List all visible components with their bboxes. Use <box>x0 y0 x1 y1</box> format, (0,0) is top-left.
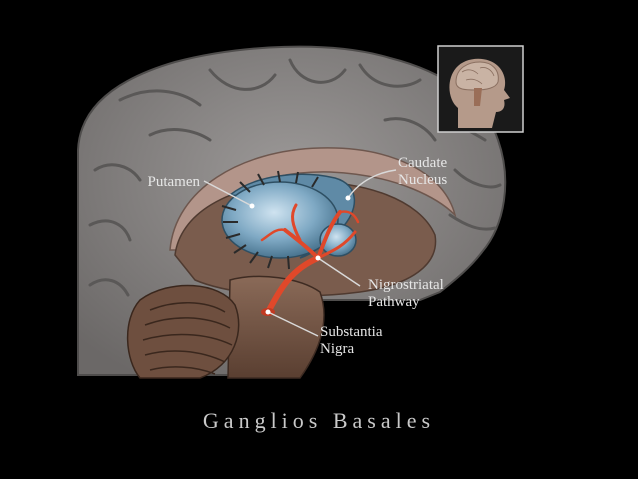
label-substantia-line2: Nigra <box>320 341 354 357</box>
leader-dots <box>249 195 351 315</box>
label-caudate-line1: Caudate <box>398 155 447 171</box>
label-caudate-line2: Nucleus <box>398 172 447 188</box>
caption-title: Ganglios Basales <box>202 408 436 433</box>
striatum <box>221 170 357 270</box>
gyri-lines <box>88 58 502 297</box>
cerebellum <box>126 284 240 379</box>
striations <box>221 170 319 270</box>
label-nigrostriatal-line2: Pathway <box>368 294 420 310</box>
label-putamen: Putamen <box>148 174 201 190</box>
inset-brainstem <box>474 88 482 106</box>
head-inset <box>437 45 524 133</box>
label-substantia-line1: Substantia <box>320 324 383 340</box>
brainstem <box>227 275 325 379</box>
label-nigrostriatal-line1: Nigrostriatal <box>368 277 444 293</box>
nigrostriatal-pathway <box>260 203 360 315</box>
leader-lines <box>203 169 397 337</box>
